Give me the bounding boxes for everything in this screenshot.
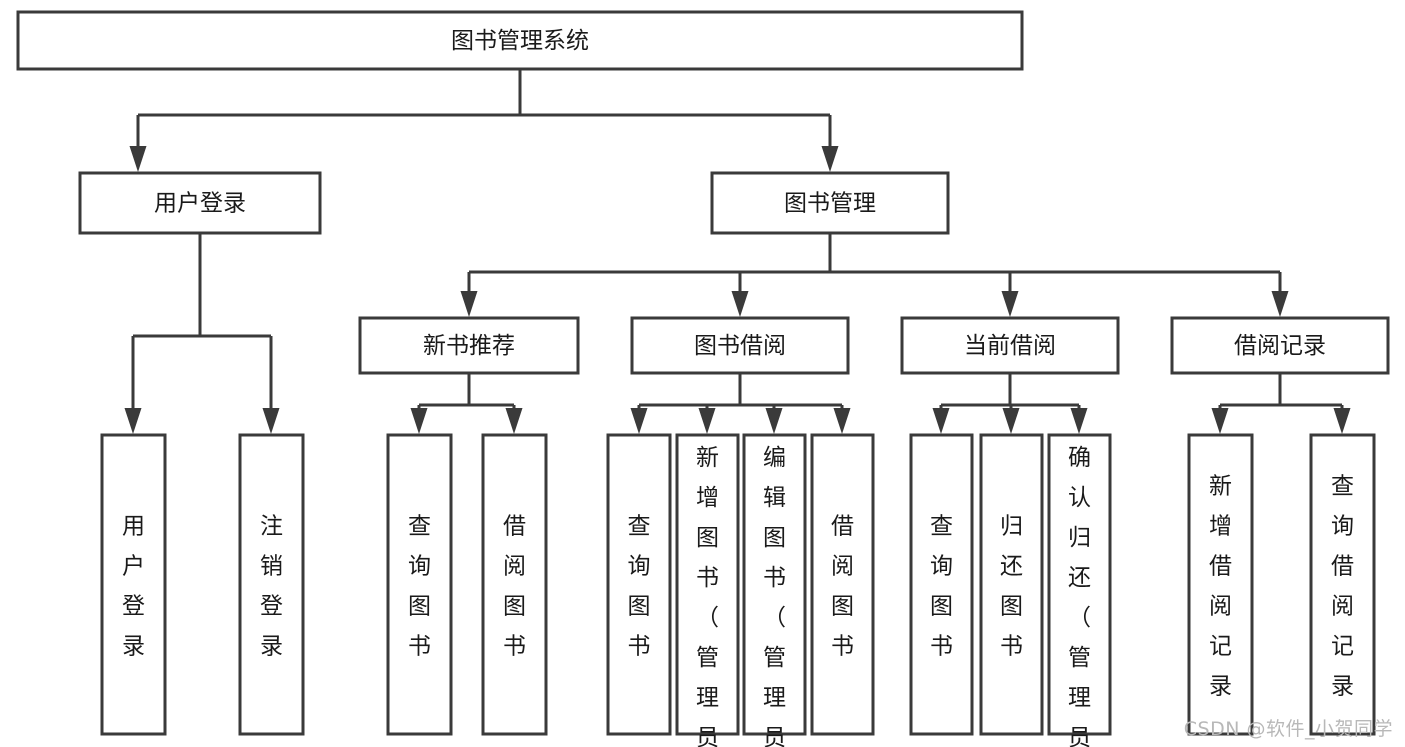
node-box bbox=[909, 433, 974, 736]
node-leaf-查询借阅记录[interactable]: 查询借阅记录 bbox=[1309, 433, 1376, 736]
node-level1-用户登录[interactable]: 用户登录 bbox=[78, 171, 322, 235]
arrow-head-icon bbox=[698, 408, 716, 434]
node-box bbox=[606, 433, 672, 736]
node-box bbox=[238, 433, 305, 736]
node-leaf-新增借阅记录[interactable]: 新增借阅记录 bbox=[1187, 433, 1254, 736]
node-label: 注销登录 bbox=[260, 513, 283, 659]
node-box bbox=[1047, 433, 1112, 736]
node-label: 确认归还（管理员） bbox=[1068, 445, 1091, 747]
arrow-head-icon bbox=[1211, 408, 1229, 434]
node-label: 查询图书 bbox=[930, 513, 953, 659]
arrow-head-icon bbox=[1070, 408, 1088, 434]
node-leaf-查询图书[interactable]: 查询图书 bbox=[386, 433, 453, 736]
connector-图书管理系统-to-图书管理 bbox=[518, 69, 839, 172]
connector-图书管理-to-当前借阅 bbox=[828, 233, 1019, 317]
node-label: 借阅图书 bbox=[503, 513, 526, 659]
connector-用户登录-to-注销登录 bbox=[198, 233, 280, 434]
node-label: 编辑图书（管理员） bbox=[763, 445, 786, 747]
connector-图书借阅-to-借阅图书 bbox=[738, 373, 851, 434]
node-box bbox=[1187, 433, 1254, 736]
node-box bbox=[481, 433, 548, 736]
connector-新书推荐-to-借阅图书 bbox=[467, 373, 523, 434]
node-label: 查询图书 bbox=[408, 513, 431, 659]
connector-新书推荐-to-查询图书 bbox=[410, 373, 471, 434]
arrow-head-icon bbox=[1271, 291, 1289, 317]
connector-借阅记录-to-查询借阅记录 bbox=[1278, 373, 1351, 434]
arrow-head-icon bbox=[932, 408, 950, 434]
node-level2-当前借阅[interactable]: 当前借阅 bbox=[900, 316, 1120, 375]
node-label: 查询图书 bbox=[628, 513, 651, 659]
node-label: 查询借阅记录 bbox=[1331, 473, 1354, 699]
node-label: 借阅记录 bbox=[1234, 333, 1326, 359]
node-label: 当前借阅 bbox=[964, 333, 1056, 359]
connector-用户登录-to-用户登录叶 bbox=[124, 233, 202, 434]
arrow-head-icon bbox=[765, 408, 783, 434]
node-leaf-借阅图书[interactable]: 借阅图书 bbox=[810, 433, 875, 736]
node-box bbox=[358, 316, 580, 375]
node-box bbox=[810, 433, 875, 736]
arrow-head-icon bbox=[505, 408, 523, 434]
node-label: 新书推荐 bbox=[423, 333, 515, 359]
connector-图书管理系统-to-用户登录 bbox=[129, 69, 522, 172]
arrow-head-icon bbox=[833, 408, 851, 434]
node-box bbox=[1309, 433, 1376, 736]
node-level2-新书推荐[interactable]: 新书推荐 bbox=[358, 316, 580, 375]
node-box bbox=[78, 171, 322, 235]
node-label: 图书管理系统 bbox=[451, 28, 589, 54]
node-label: 新增图书（管理员） bbox=[696, 445, 719, 747]
node-box bbox=[16, 10, 1024, 71]
node-label: 借阅图书 bbox=[831, 513, 854, 659]
node-label: 图书借阅 bbox=[694, 333, 786, 359]
node-box bbox=[630, 316, 850, 375]
node-label: 新增借阅记录 bbox=[1209, 473, 1232, 699]
arrow-head-icon bbox=[410, 408, 428, 434]
node-box bbox=[100, 433, 167, 736]
node-box bbox=[742, 433, 807, 736]
connectors-layer bbox=[124, 69, 1351, 434]
arrow-head-icon bbox=[124, 408, 142, 434]
node-leaf-查询图书[interactable]: 查询图书 bbox=[909, 433, 974, 736]
node-box bbox=[900, 316, 1120, 375]
node-leaf-借阅图书[interactable]: 借阅图书 bbox=[481, 433, 548, 736]
connector-当前借阅-to-查询图书 bbox=[932, 373, 1012, 434]
node-level2-图书借阅[interactable]: 图书借阅 bbox=[630, 316, 850, 375]
node-leaf-确认归还管理员[interactable]: 确认归还（管理员） bbox=[1047, 433, 1112, 747]
arrow-head-icon bbox=[262, 408, 280, 434]
node-box bbox=[1170, 316, 1390, 375]
node-level1-图书管理[interactable]: 图书管理 bbox=[710, 171, 950, 235]
node-box bbox=[710, 171, 950, 235]
node-box bbox=[675, 433, 740, 736]
arrow-head-icon bbox=[630, 408, 648, 434]
node-leaf-编辑图书管理员[interactable]: 编辑图书（管理员） bbox=[742, 433, 807, 747]
node-label: 图书管理 bbox=[784, 191, 876, 217]
arrow-head-icon bbox=[1333, 408, 1351, 434]
connector-当前借阅-to-确认归还管理员 bbox=[1008, 373, 1088, 434]
connector-借阅记录-to-新增借阅记录 bbox=[1211, 373, 1282, 434]
arrow-head-icon bbox=[731, 291, 749, 317]
arrow-head-icon bbox=[460, 291, 478, 317]
arrow-head-icon bbox=[821, 146, 839, 172]
node-leaf-用户登录[interactable]: 用户登录 bbox=[100, 433, 167, 736]
connector-图书管理-to-图书借阅 bbox=[731, 233, 832, 317]
connector-图书管理-to-新书推荐 bbox=[460, 233, 832, 317]
node-label: 用户登录 bbox=[122, 513, 145, 659]
node-label: 用户登录 bbox=[154, 191, 246, 217]
node-label: 归还图书 bbox=[1000, 513, 1023, 659]
node-leaf-归还图书[interactable]: 归还图书 bbox=[979, 433, 1044, 736]
node-leaf-查询图书[interactable]: 查询图书 bbox=[606, 433, 672, 736]
connector-图书管理-to-借阅记录 bbox=[828, 233, 1289, 317]
node-box bbox=[979, 433, 1044, 736]
node-box bbox=[386, 433, 453, 736]
arrow-head-icon bbox=[1002, 408, 1020, 434]
arrow-head-icon bbox=[129, 146, 147, 172]
node-leaf-注销登录[interactable]: 注销登录 bbox=[238, 433, 305, 736]
nodes-layer: 图书管理系统用户登录图书管理新书推荐图书借阅当前借阅借阅记录用户登录注销登录查询… bbox=[16, 10, 1390, 747]
node-root-图书管理系统[interactable]: 图书管理系统 bbox=[16, 10, 1024, 71]
arrow-head-icon bbox=[1001, 291, 1019, 317]
node-leaf-新增图书管理员[interactable]: 新增图书（管理员） bbox=[675, 433, 740, 747]
node-level2-借阅记录[interactable]: 借阅记录 bbox=[1170, 316, 1390, 375]
